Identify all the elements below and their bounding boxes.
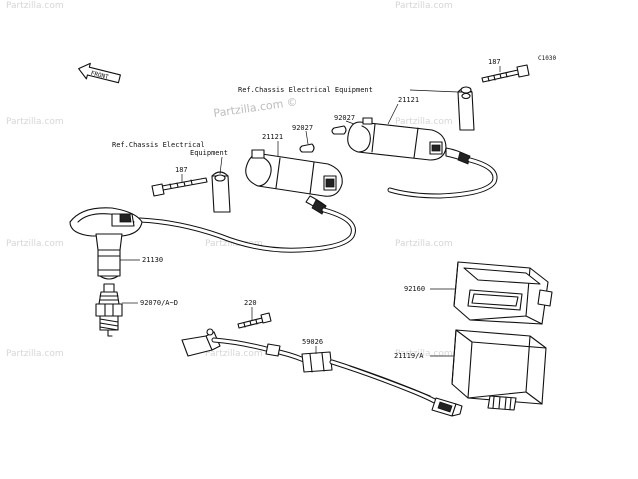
harness-connector [431, 397, 463, 417]
watermark-text: Partzilla.com [395, 349, 453, 359]
cap-92027-left [299, 143, 315, 153]
front-label: FRONT [90, 70, 110, 81]
leader-line [219, 156, 223, 175]
label-21121-left: 21121 [262, 133, 283, 141]
label-ref-chassis-top: Ref.Chassis Electrical Equipment [238, 86, 373, 94]
label-92027-left: 92027 [292, 124, 313, 132]
watermark-text: Partzilla.com [6, 239, 64, 249]
watermark-text: Partzilla.com [6, 1, 64, 11]
clamp-59026 [301, 351, 333, 373]
label-92160: 92160 [404, 285, 425, 293]
bolt-187-top [481, 64, 530, 83]
igniter-unit [451, 329, 547, 411]
watermark-text: Partzilla.com [6, 117, 64, 127]
label-21119: 21119/A [394, 352, 424, 360]
bolt-187-left [151, 177, 208, 197]
leader-line [387, 103, 399, 125]
label-21121-top: 21121 [398, 96, 419, 104]
leader-line [409, 89, 459, 93]
watermark-text: Partzilla.com [395, 1, 453, 11]
bracket-left [211, 171, 231, 213]
label-59026: 59026 [302, 338, 323, 346]
watermarks: Partzilla.com Partzilla.com Partzilla.co… [6, 1, 453, 359]
bracket-right [457, 86, 475, 131]
front-arrow-icon: FRONT [78, 62, 121, 84]
diagram-code: C1030 [538, 55, 556, 62]
watermark-text: Partzilla.com [395, 239, 453, 249]
label-21130: 21130 [142, 256, 163, 264]
watermark-text: Partzilla.com [205, 239, 263, 249]
leader-line [345, 120, 355, 125]
ignition-coil-right [347, 117, 471, 165]
label-ref-chassis-left-1: Ref.Chassis Electrical [112, 141, 205, 149]
watermark-center: Partzilla.com © [213, 95, 299, 120]
watermark-text: Partzilla.com [395, 117, 453, 127]
label-187-left: 187 [175, 166, 188, 174]
label-187-top: 187 [488, 58, 501, 66]
leader-line [305, 130, 309, 145]
spark-plug-cap [69, 207, 143, 280]
label-220: 220 [244, 299, 257, 307]
igniter-case [453, 261, 553, 325]
watermark-text: Partzilla.com [6, 349, 64, 359]
label-ref-chassis-left-2: Equipment [190, 149, 228, 157]
label-92027-top: 92027 [334, 114, 355, 122]
bolt-220 [237, 312, 272, 329]
watermark-text: Partzilla.com [205, 349, 263, 359]
cap-92027-top [331, 125, 347, 135]
spark-plug [95, 283, 123, 337]
pickup-sensor [181, 328, 307, 363]
ignition-coil-left [245, 149, 343, 215]
label-92070: 92070/A~D [140, 299, 178, 307]
